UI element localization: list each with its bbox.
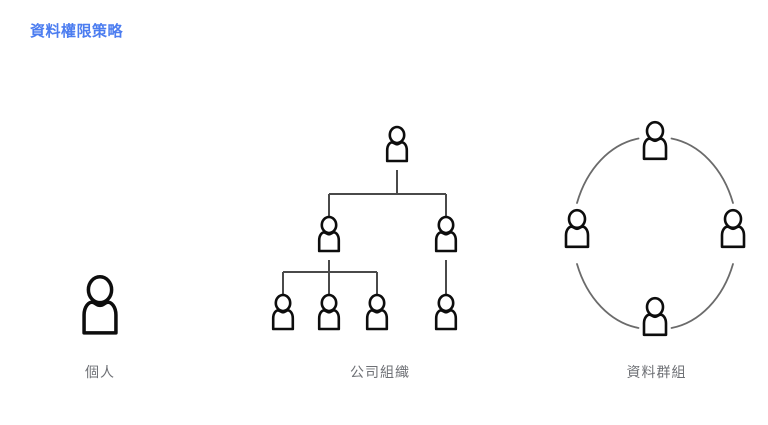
page-title: 資料權限策略 [30, 23, 124, 40]
panel-organization[interactable]: 公司組織 [240, 100, 520, 400]
data-group-illustration [545, 100, 768, 360]
panel-data-group-caption: 資料群組 [626, 364, 687, 380]
individual-illustration [0, 100, 200, 360]
org-person-leaf-4 [434, 293, 458, 331]
group-person-top [642, 120, 668, 161]
panel-individual-caption: 個人 [85, 364, 115, 380]
org-person-leaf-3 [365, 293, 389, 331]
org-person-leaf-1 [271, 293, 295, 331]
org-person-level2-right [434, 215, 458, 253]
group-person-bottom [642, 296, 668, 337]
organization-illustration [240, 100, 520, 360]
org-person-leaf-2 [317, 293, 341, 331]
group-ring-icon [576, 137, 734, 329]
org-person-root [385, 125, 409, 163]
panel-organization-caption: 公司組織 [350, 364, 410, 380]
panel-individual[interactable]: 個人 [0, 100, 200, 400]
org-person-level2-left [317, 215, 341, 253]
group-person-right [720, 208, 746, 249]
group-person-left [564, 208, 590, 249]
panel-data-group[interactable]: 資料群組 [545, 100, 768, 400]
person-icon [82, 275, 118, 335]
org-connectors [282, 170, 447, 296]
